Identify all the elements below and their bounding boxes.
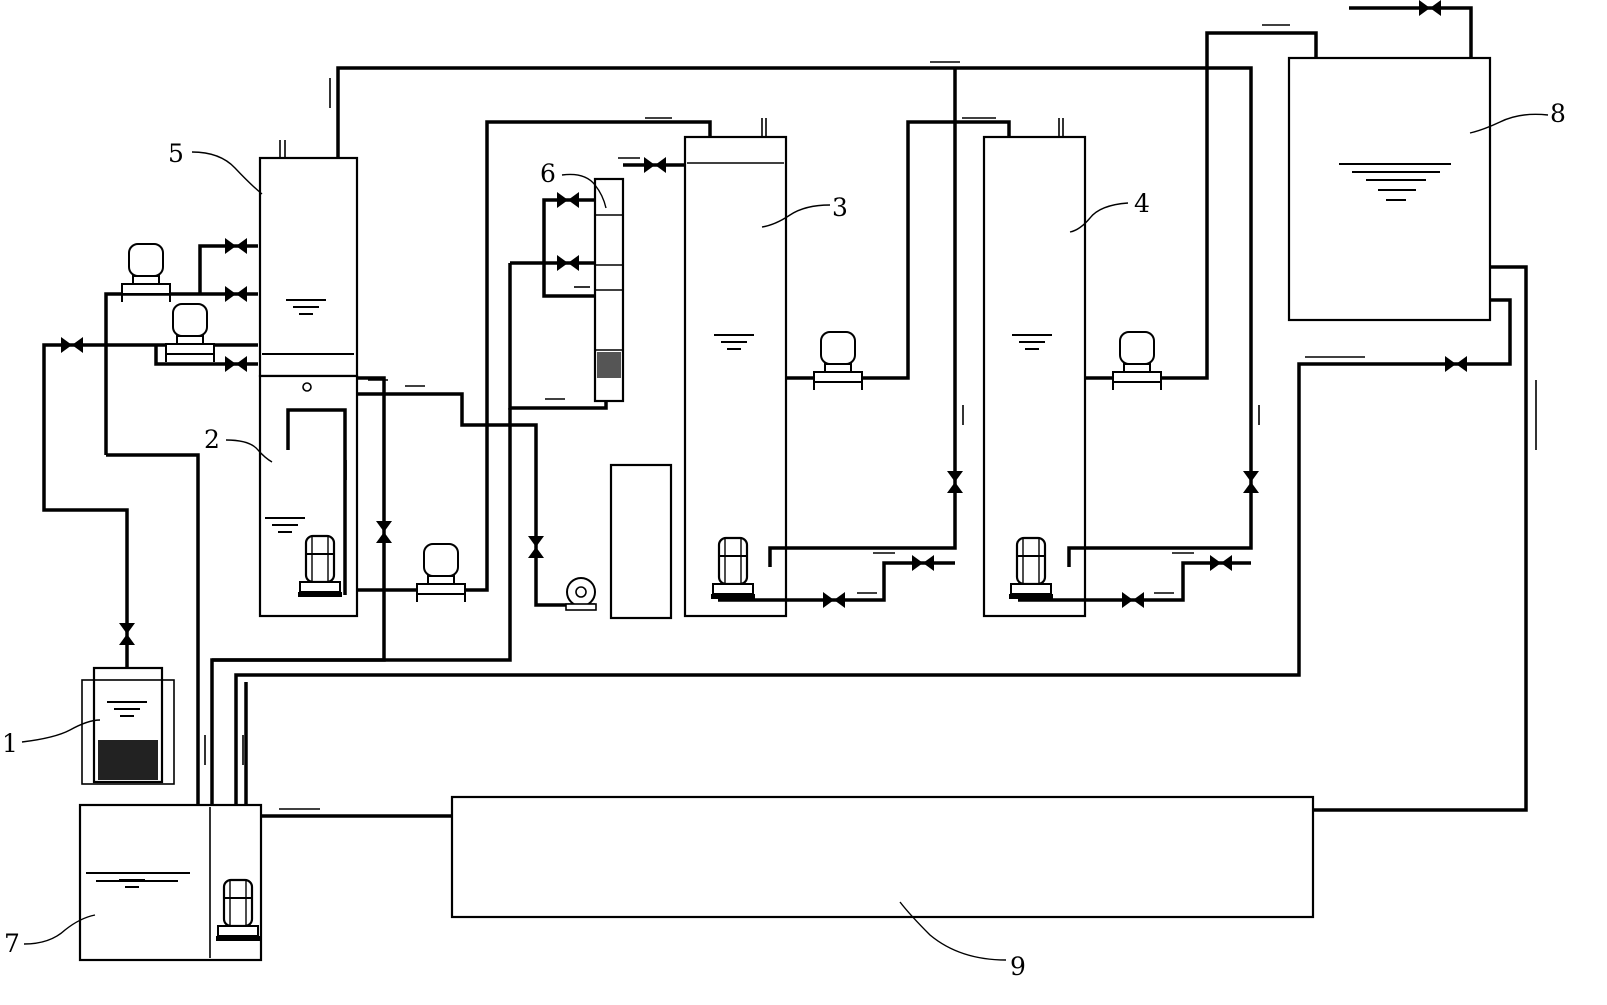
label-1: 1 — [2, 729, 18, 758]
tank-1 — [81, 666, 175, 785]
column-5 — [258, 140, 359, 378]
reactor-6 — [593, 177, 625, 403]
tank-8 — [1287, 56, 1492, 322]
metering-pump-icon — [565, 577, 597, 611]
tank-2 — [258, 374, 359, 618]
column-4 — [982, 118, 1087, 618]
label-2: 2 — [204, 425, 220, 454]
leader-lines — [21, 113, 1549, 961]
label-9: 9 — [1010, 952, 1026, 981]
label-4: 4 — [1134, 189, 1150, 218]
label-6: 6 — [540, 159, 556, 188]
dosing-box — [609, 463, 673, 620]
label-5: 5 — [168, 139, 184, 168]
basin-9 — [450, 795, 1315, 919]
column-3 — [683, 118, 788, 618]
tank-7 — [78, 803, 263, 962]
label-7: 7 — [4, 929, 20, 958]
label-3: 3 — [832, 193, 848, 222]
label-8: 8 — [1550, 99, 1566, 128]
flow-arrows — [126, 24, 1537, 810]
